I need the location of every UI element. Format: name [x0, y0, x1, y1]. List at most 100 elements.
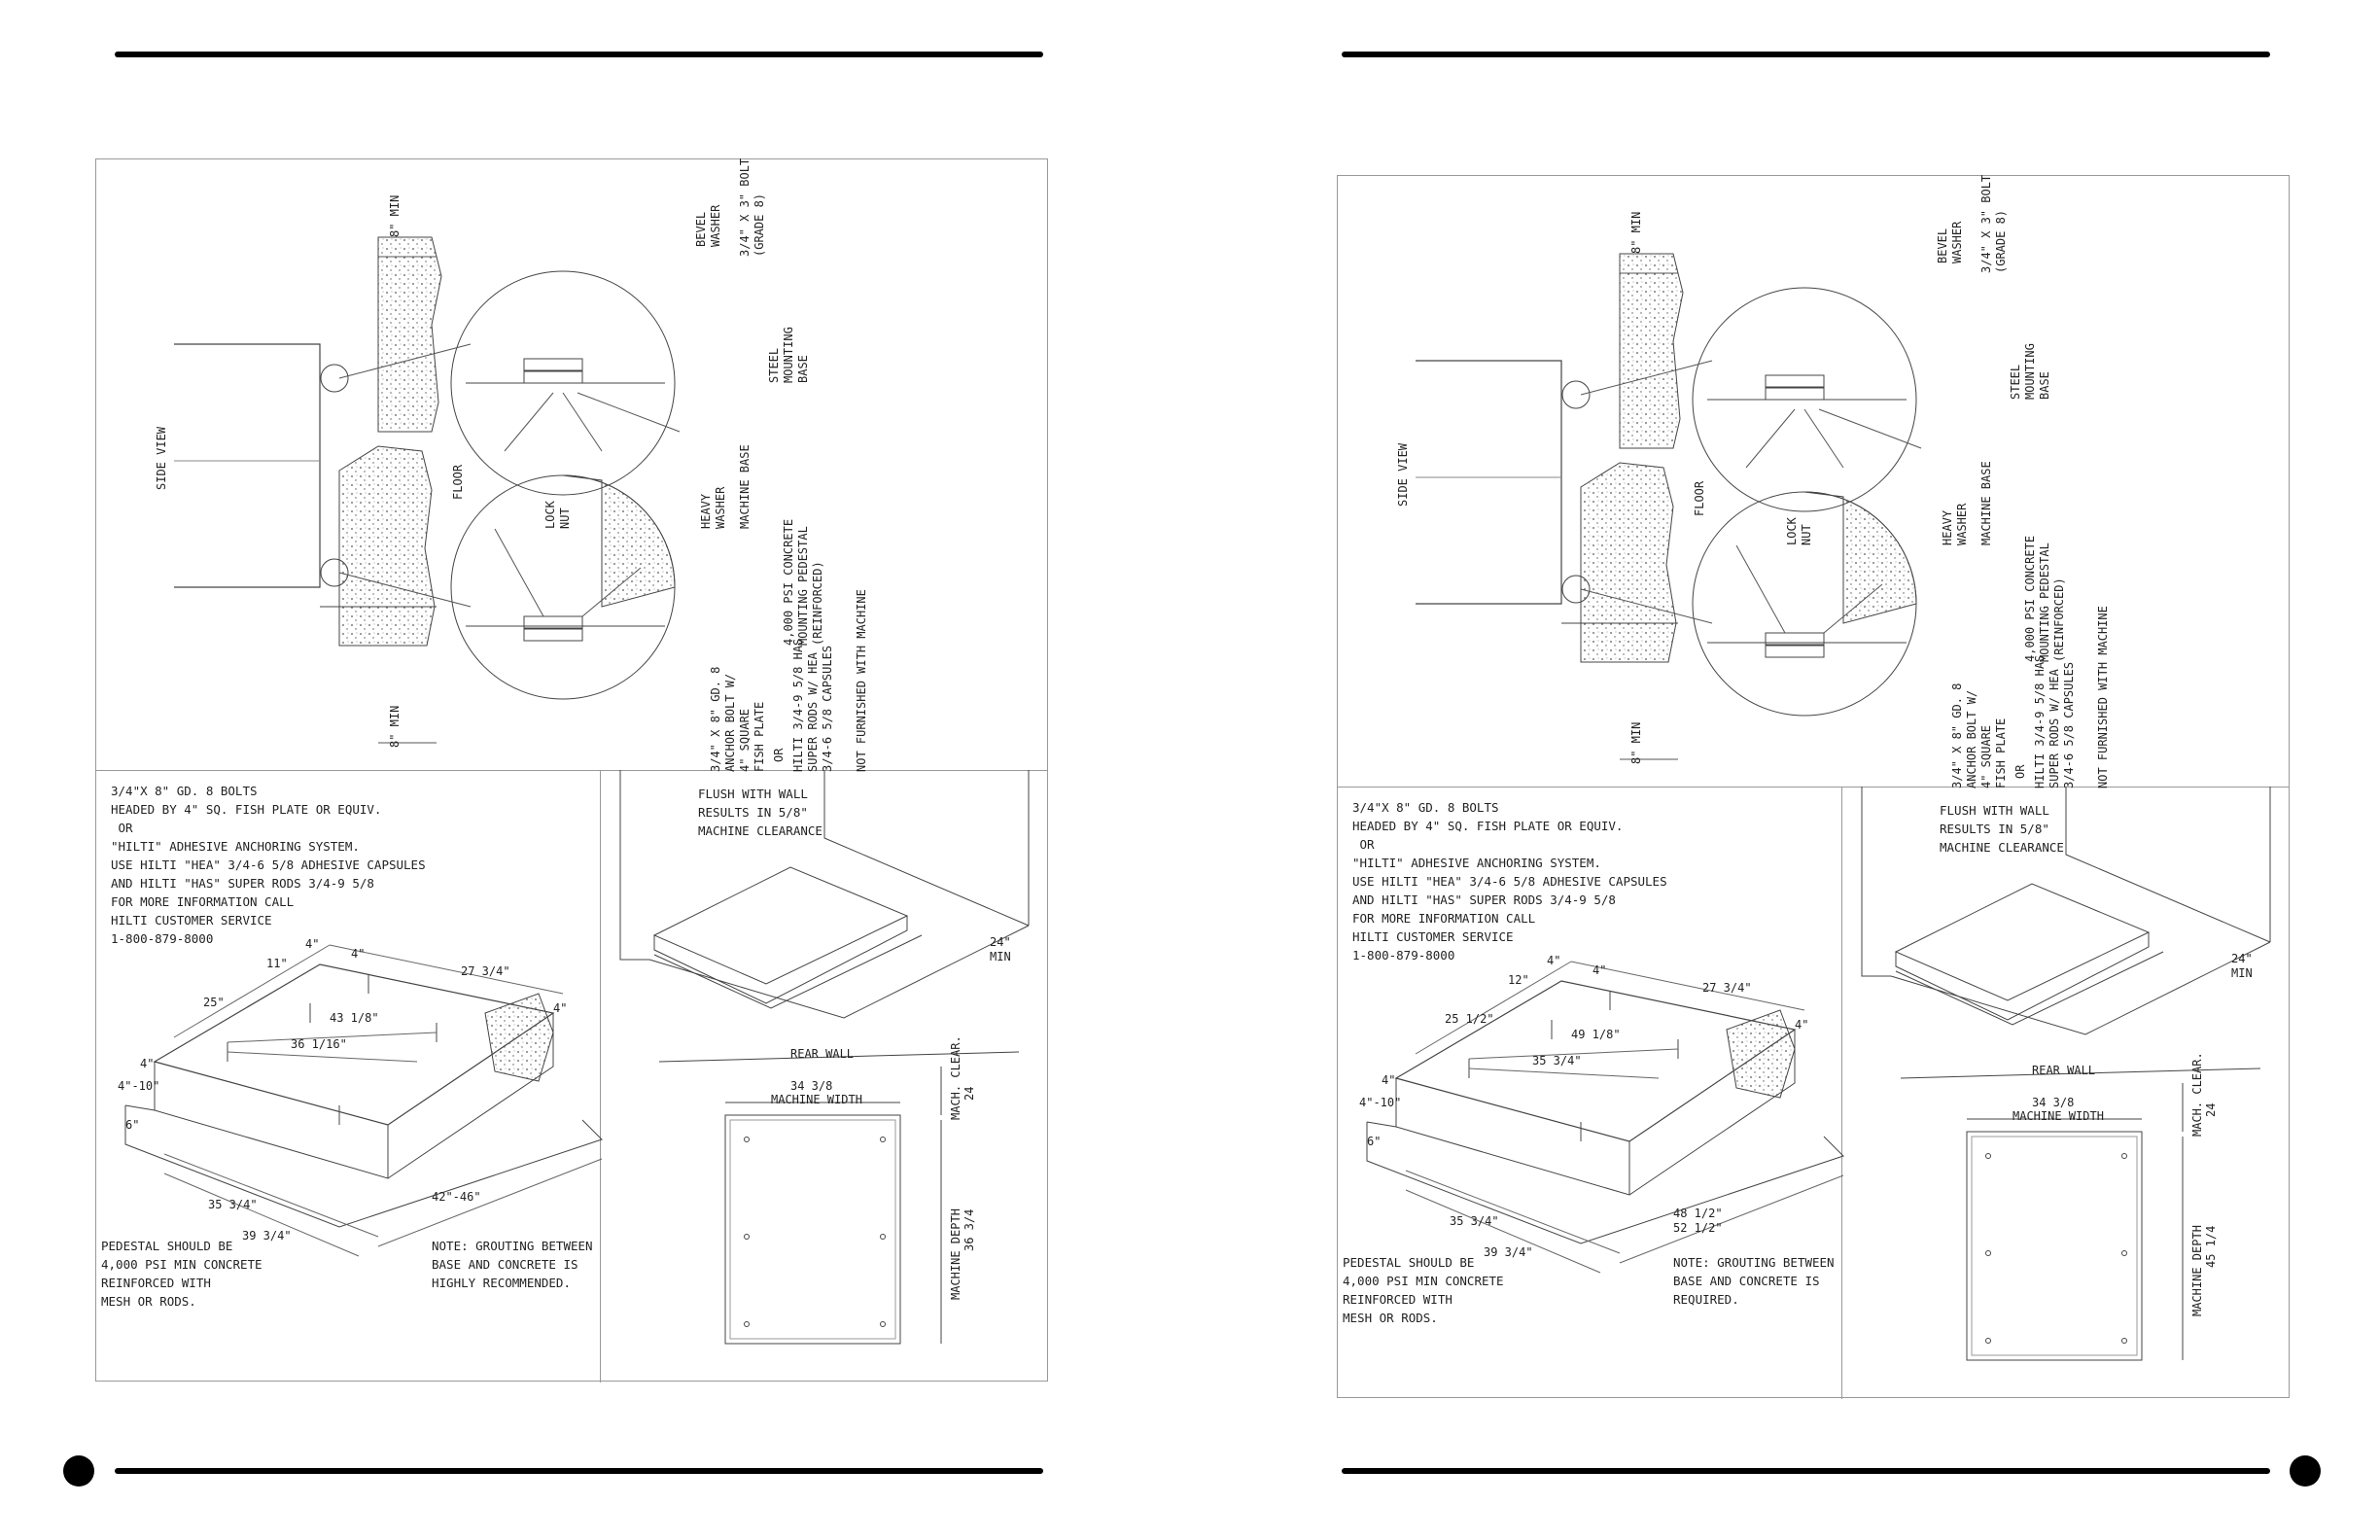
- side-view-panel: SIDE VIEW FLOOR 8" MIN 8" MIN BEVEL WASH…: [96, 158, 1049, 772]
- side-view-panel: SIDE VIEW FLOOR 8" MIN 8" MIN BEVEL WASH…: [1338, 174, 2291, 788]
- dim-4b: 4": [1592, 963, 1607, 977]
- dim-4b: 4": [351, 947, 366, 961]
- top-rule-left: [115, 52, 1043, 57]
- side-view-label: SIDE VIEW: [1396, 442, 1410, 507]
- anchoring-notes: 3/4"X 8" GD. 8 BOLTS HEADED BY 4" SQ. FI…: [111, 784, 426, 946]
- dim-25: 25": [203, 996, 225, 1009]
- depth-value: 36 3/4: [962, 1208, 976, 1251]
- top-rule-right: [1342, 52, 2270, 57]
- flush-note: FLUSH WITH WALL RESULTS IN 5/8" MACHINE …: [698, 787, 822, 838]
- min-top-label: 8" MIN: [1629, 211, 1643, 254]
- bevel-washer-label: BEVEL WASHER: [1936, 221, 1964, 263]
- dim-4d: 4": [1795, 1018, 1809, 1032]
- drawing-sheet: SIDE VIEW FLOOR 8" MIN 8" MIN BEVEL WASH…: [95, 158, 1048, 1382]
- dim-4-10: 4"-10": [1359, 1096, 1402, 1109]
- dim-27: 27 3/4": [461, 964, 510, 978]
- dim-diag2: 36 1/16": [291, 1037, 347, 1051]
- page-marker-left: [63, 1455, 94, 1487]
- dim-6: 6": [125, 1118, 140, 1132]
- machine-width-value: 34 3/8: [790, 1079, 833, 1093]
- dim-39: 39 3/4": [1484, 1245, 1533, 1259]
- footprint-drawing: [619, 770, 1030, 1345]
- divider-horizontal: [96, 770, 1047, 771]
- anchor-bolt-label: 3/4" X 8" GD. 8 ANCHOR BOLT W/ 4" SQUARE…: [1950, 682, 2008, 788]
- dim-4c: 4": [1382, 1073, 1396, 1087]
- floor-label: FLOOR: [451, 464, 465, 500]
- drawing-sheet: SIDE VIEW FLOOR 8" MIN 8" MIN BEVEL WASH…: [1337, 174, 2291, 1399]
- pedestal-note: PEDESTAL SHOULD BE 4,000 PSI MIN CONCRET…: [101, 1239, 262, 1309]
- steel-base-label: STEEL MOUNTING BASE: [2009, 343, 2051, 400]
- dim-diag1: 43 1/8": [330, 1011, 379, 1025]
- pedestal-isometric-drawing: [1366, 961, 1844, 1274]
- dim-4c: 4": [140, 1057, 155, 1070]
- depth-label: MACHINE DEPTH: [2190, 1225, 2204, 1316]
- footprint-drawing: [1861, 787, 2271, 1361]
- dim-35: 35 3/4": [1450, 1214, 1499, 1228]
- or-label: OR: [772, 748, 786, 762]
- flush-note: FLUSH WITH WALL RESULTS IN 5/8" MACHINE …: [1940, 803, 2064, 855]
- pedestal-isometric-drawing: [124, 944, 603, 1257]
- bolt-label: 3/4" X 3" BOLT (GRADE 8): [1979, 174, 2008, 273]
- bottom-rule-right: [1342, 1468, 2270, 1474]
- grouting-note: NOTE: GROUTING BETWEEN BASE AND CONCRETE…: [1673, 1255, 1835, 1307]
- bevel-washer-label: BEVEL WASHER: [694, 204, 722, 247]
- machine-width-label: MACHINE WIDTH: [2012, 1109, 2104, 1123]
- page-marker-right: [2290, 1455, 2321, 1487]
- dim-39: 39 3/4": [242, 1229, 292, 1242]
- depth-value: 45 1/4: [2204, 1225, 2218, 1268]
- hilti-rods-label: HILTI 3/4-9 5/8 HAS SUPER RODS W/ HEA 3/…: [2033, 654, 2076, 788]
- pedestal-note: PEDESTAL SHOULD BE 4,000 PSI MIN CONCRET…: [1343, 1255, 1504, 1325]
- dim-11: 12": [1508, 973, 1529, 987]
- clear-value: 24: [962, 1086, 976, 1101]
- min-top-label: 8" MIN: [388, 194, 402, 237]
- divider-vertical: [600, 770, 601, 1382]
- side-view-drawing: [1416, 253, 1922, 760]
- pedestal-panel: 3/4"X 8" GD. 8 BOLTS HEADED BY 4" SQ. FI…: [1338, 787, 1844, 1399]
- lock-nut-label: LOCK NUT: [1785, 517, 1813, 545]
- divider-vertical: [1841, 787, 1842, 1399]
- dim-diag2: 35 3/4": [1532, 1054, 1582, 1068]
- side-view-drawing: [174, 236, 681, 744]
- mach-clear-label: MACH. CLEAR.: [949, 1035, 962, 1120]
- divider-horizontal: [1338, 787, 2289, 788]
- rear-wall-label: REAR WALL: [790, 1047, 855, 1061]
- dim-4-10: 4"-10": [118, 1079, 160, 1093]
- machine-base-label: MACHINE BASE: [738, 444, 752, 529]
- anchor-bolt-label: 3/4" X 8" GD. 8 ANCHOR BOLT W/ 4" SQUARE…: [709, 666, 766, 772]
- grouting-note: NOTE: GROUTING BETWEEN BASE AND CONCRETE…: [432, 1239, 593, 1290]
- min-24-label: 24" MIN: [2231, 952, 2253, 980]
- heavy-washer-label: HEAVY WASHER: [1941, 503, 1969, 545]
- or-label: OR: [2013, 764, 2027, 779]
- bolt-label: 3/4" X 3" BOLT (GRADE 8): [738, 158, 766, 257]
- concrete-label: 4,000 PSI CONCRETE MOUNTING PEDESTAL (RE…: [2023, 535, 2066, 662]
- bottom-rule-left: [115, 1468, 1043, 1474]
- concrete-label: 4,000 PSI CONCRETE MOUNTING PEDESTAL (RE…: [782, 518, 824, 646]
- mach-clear-label: MACH. CLEAR.: [2190, 1052, 2204, 1137]
- dim-4d: 4": [553, 1001, 568, 1015]
- side-view-label: SIDE VIEW: [155, 426, 168, 490]
- dim-diag1: 49 1/8": [1571, 1028, 1621, 1041]
- dim-4a: 4": [1547, 954, 1561, 967]
- floor-label: FLOOR: [1693, 480, 1706, 516]
- steel-base-label: STEEL MOUNTING BASE: [767, 327, 810, 383]
- dim-6: 6": [1367, 1135, 1382, 1148]
- pedestal-panel: 3/4"X 8" GD. 8 BOLTS HEADED BY 4" SQ. FI…: [96, 770, 603, 1382]
- machine-width-value: 34 3/8: [2032, 1096, 2075, 1109]
- not-furnished-label: NOT FURNISHED WITH MACHINE: [855, 589, 868, 772]
- min-24-label: 24" MIN: [990, 935, 1011, 963]
- dim-11: 11": [266, 957, 288, 970]
- depth-label: MACHINE DEPTH: [949, 1208, 962, 1300]
- machine-width-label: MACHINE WIDTH: [771, 1093, 862, 1106]
- dim-42: 48 1/2" 52 1/2": [1673, 1207, 1723, 1235]
- footprint-panel: FLUSH WITH WALL RESULTS IN 5/8" MACHINE …: [601, 770, 1049, 1382]
- min-bottom-label: 8" MIN: [1629, 721, 1643, 764]
- dim-42: 42"-46": [432, 1190, 481, 1204]
- dim-27: 27 3/4": [1702, 981, 1752, 995]
- dim-35: 35 3/4": [208, 1198, 258, 1211]
- dim-4a: 4": [305, 937, 320, 951]
- lock-nut-label: LOCK NUT: [543, 501, 572, 529]
- clear-value: 24: [2204, 1102, 2218, 1117]
- dim-25: 25 1/2": [1445, 1012, 1494, 1026]
- not-furnished-label: NOT FURNISHED WITH MACHINE: [2096, 606, 2110, 788]
- hilti-rods-label: HILTI 3/4-9 5/8 HAS SUPER RODS W/ HEA 3/…: [791, 638, 834, 772]
